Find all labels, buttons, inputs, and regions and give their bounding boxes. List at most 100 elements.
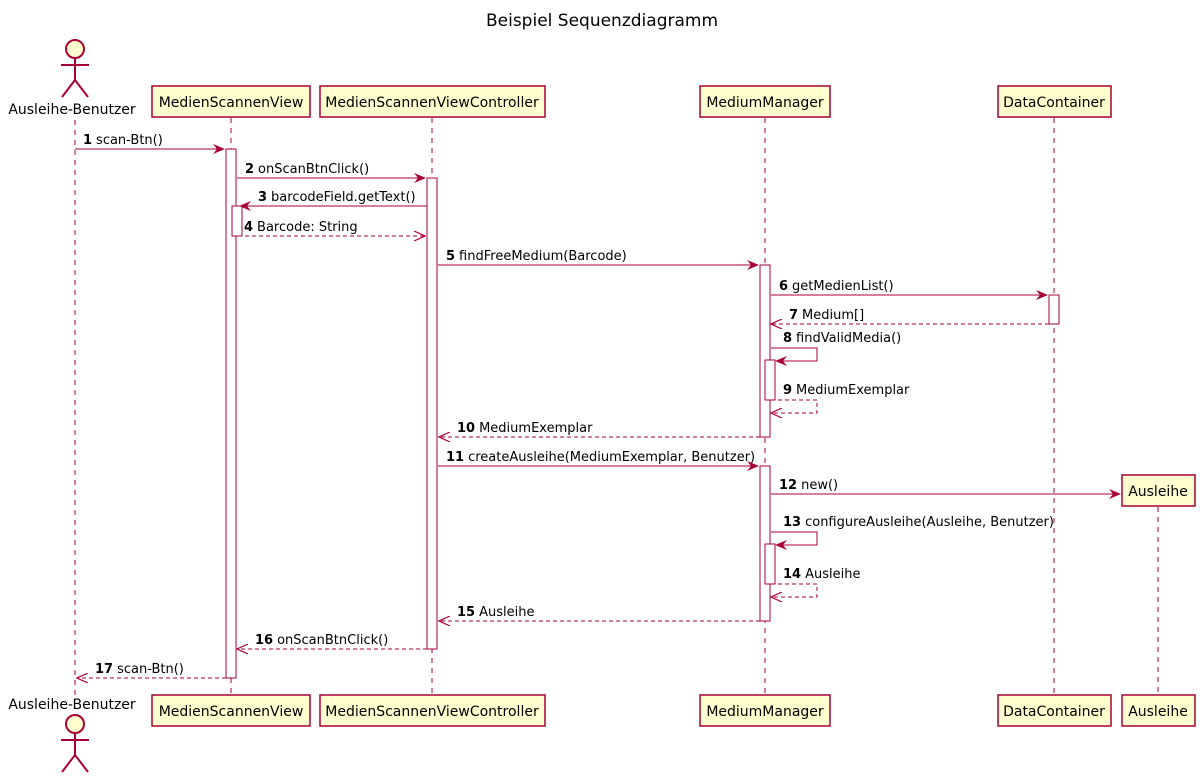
activation-bar: [1048, 294, 1060, 325]
participant-heads-bottom: Ausleihe-Benutzer MedienScannenView Medi…: [8, 694, 1196, 773]
message-number: 17: [95, 662, 113, 677]
activation-bar: [759, 264, 771, 438]
message-8: 8 findValidMedia(): [771, 331, 901, 366]
message-arrow: [771, 347, 818, 366]
actor-label: Ausleihe-Benutzer: [8, 102, 136, 118]
message-15: 15 Ausleihe: [439, 605, 760, 621]
message-11: 11 createAusleihe(MediumExemplar, Benutze…: [438, 450, 759, 471]
message-text: new(): [801, 478, 838, 493]
message-9: 9 MediumExemplar: [771, 383, 910, 413]
message-number: 5: [446, 249, 455, 264]
message-arrow: [771, 399, 818, 413]
message-label: 16 onScanBtnClick(): [255, 633, 388, 648]
participant-mgr-bottom: MediumManager: [699, 694, 831, 727]
message-number: 8: [783, 331, 792, 346]
message-number: 6: [779, 279, 788, 294]
message-text: scan-Btn(): [117, 662, 184, 677]
message-label: 12 new(): [779, 478, 838, 493]
participant-label: MediumManager: [706, 704, 824, 720]
message-text: scan-Btn(): [96, 133, 163, 148]
message-number: 12: [779, 478, 797, 493]
message-text: Ausleihe: [479, 605, 534, 620]
participant-label: MedienScannenView: [159, 704, 304, 720]
message-14: 14 Ausleihe: [771, 567, 860, 597]
message-label: 9 MediumExemplar: [783, 383, 910, 398]
message-7: 7 Medium[]: [771, 308, 1049, 324]
message-number: 10: [457, 421, 475, 436]
message-number: 7: [789, 308, 798, 323]
participant-heads-top: Ausleihe-Benutzer MedienScannenView Medi…: [8, 39, 1196, 507]
participant-label: MedienScannenViewController: [325, 704, 539, 720]
activation-bar: [426, 177, 438, 650]
actor-label: Ausleihe-Benutzer: [8, 697, 136, 713]
message-text: barcodeField.getText(): [271, 190, 416, 205]
message-text: MediumExemplar: [796, 383, 910, 398]
message-number: 15: [457, 605, 475, 620]
participant-dc-top: DataContainer: [997, 85, 1112, 118]
message-label: 7 Medium[]: [789, 308, 864, 323]
actor-icon: [61, 39, 89, 98]
message-label: 15 Ausleihe: [457, 605, 534, 620]
message-text: findValidMedia(): [796, 331, 901, 346]
message-12: 12 new(): [771, 478, 1121, 499]
message-text: MediumExemplar: [479, 421, 593, 436]
activation-bar: [764, 359, 776, 401]
message-text: Ausleihe: [805, 567, 860, 582]
message-text: Medium[]: [802, 308, 864, 323]
message-text: getMedienList(): [792, 279, 894, 294]
participant-dc-bottom: DataContainer: [997, 694, 1112, 727]
participant-ausleihe-created: Ausleihe: [1121, 474, 1196, 507]
participant-ausleihe-bottom: Ausleihe: [1121, 694, 1196, 727]
message-number: 1: [83, 133, 92, 148]
message-6: 6 getMedienList(): [771, 279, 1048, 300]
activation-bar: [231, 205, 243, 237]
participant-view-top: MedienScannenView: [151, 85, 311, 118]
diagram-title: Beispiel Sequenzdiagramm: [486, 11, 718, 31]
message-label: 10 MediumExemplar: [457, 421, 593, 436]
participant-label: MedienScannenViewController: [325, 95, 539, 111]
message-number: 16: [255, 633, 273, 648]
message-label: 11 createAusleihe(MediumExemplar, Benutze…: [446, 450, 755, 465]
message-number: 9: [783, 383, 792, 398]
participant-mgr-top: MediumManager: [699, 85, 831, 118]
message-label: 8 findValidMedia(): [783, 331, 901, 346]
participant-ctrl-bottom: MedienScannenViewController: [319, 694, 546, 727]
activation-bar: [225, 148, 237, 679]
message-arrow: [771, 583, 818, 597]
participant-ctrl-top: MedienScannenViewController: [319, 85, 546, 118]
message-text: onScanBtnClick(): [277, 633, 388, 648]
message-16: 16 onScanBtnClick(): [237, 633, 427, 649]
participant-view-bottom: MedienScannenView: [151, 694, 311, 727]
message-arrow: [771, 531, 818, 550]
participant-label: Ausleihe: [1128, 484, 1188, 500]
participant-label: MedienScannenView: [159, 95, 304, 111]
actor-icon: [61, 714, 89, 773]
activation-bars: [225, 148, 1060, 679]
activation-bar: [764, 543, 776, 585]
message-label: 14 Ausleihe: [783, 567, 860, 582]
message-text: configureAusleihe(Ausleihe, Benutzer): [805, 515, 1054, 530]
message-label: 6 getMedienList(): [779, 279, 894, 294]
message-text: Barcode: String: [257, 220, 358, 235]
message-17: 17 scan-Btn(): [77, 662, 226, 678]
message-text: createAusleihe(MediumExemplar, Benutzer): [468, 450, 755, 465]
message-number: 11: [446, 450, 464, 465]
message-1: 1 scan-Btn(): [75, 133, 225, 154]
message-label: 17 scan-Btn(): [95, 662, 184, 677]
message-label: 1 scan-Btn(): [83, 133, 163, 148]
message-number: 2: [245, 162, 254, 177]
participant-label: DataContainer: [1003, 95, 1105, 111]
actor-user-top: Ausleihe-Benutzer: [8, 39, 136, 118]
participant-label: MediumManager: [706, 95, 824, 111]
message-number: 14: [783, 567, 801, 582]
